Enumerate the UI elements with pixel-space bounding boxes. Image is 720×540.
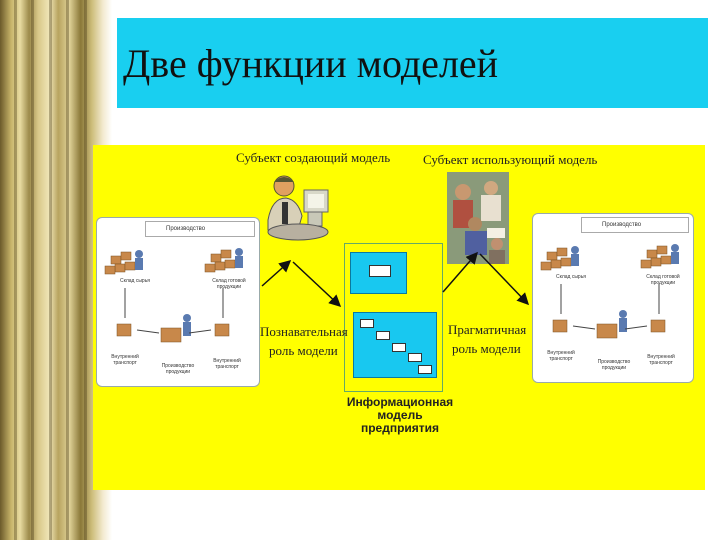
info-model-frame	[344, 243, 443, 392]
creator-person-icon	[267, 175, 329, 241]
right-process-panel: Производство Склад сырья Склад готовой п…	[532, 213, 694, 383]
pragmatic-role-line2: роль модели	[452, 341, 521, 356]
right-process-flow	[540, 244, 679, 339]
info-model-caption-line2: модель	[377, 408, 423, 422]
pragmatic-role-line1: Прагматичная	[448, 322, 527, 337]
left-warehouse-products-label: Склад готовой продукции	[212, 278, 246, 290]
left-production-label: Производство продукции	[161, 363, 195, 375]
info-model-caption-line3: предприятия	[360, 421, 440, 435]
right-internal-transport-label: Внутренний транспорт	[547, 350, 575, 362]
slide-title: Две функции моделей	[123, 41, 499, 86]
title-bar: Две функции моделей	[117, 18, 708, 108]
left-internal-transport-label: Внутренний транспорт	[111, 354, 139, 366]
cognitive-role-line1: Познавательная	[260, 324, 348, 339]
cognitive-role-line2: роль модели	[269, 343, 338, 358]
info-model-screen-top	[350, 252, 407, 294]
arrow-model-to-user	[442, 251, 478, 293]
left-panel-header: Производство	[145, 221, 255, 237]
right-warehouse-products-label: Склад готовой продукции	[646, 274, 680, 286]
left-process-flow	[104, 248, 243, 343]
left-internal-transport-right-label: Внутренний транспорт	[213, 358, 241, 370]
left-warehouse-raw-label: Склад сырья	[119, 278, 151, 284]
right-internal-transport-right-label: Внутренний транспорт	[647, 354, 675, 366]
info-model-caption-line1: Информационная	[346, 395, 454, 409]
arrow-panel-to-creator	[261, 260, 292, 287]
right-production-label: Производство продукции	[597, 359, 631, 371]
user-people-icon	[447, 172, 509, 264]
user-subject-label: Субъект использующий модель	[423, 152, 598, 167]
creator-subject-label: Субъект создающий модель	[236, 150, 391, 165]
info-model-screen-bottom	[353, 312, 437, 378]
right-panel-header: Производство	[581, 217, 689, 233]
arrow-creator-to-model	[292, 261, 342, 308]
left-process-panel: Производство Склад сырья Склад готовой п…	[96, 217, 260, 387]
arrow-user-to-panel	[479, 253, 530, 306]
right-warehouse-raw-label: Склад сырья	[555, 274, 587, 280]
